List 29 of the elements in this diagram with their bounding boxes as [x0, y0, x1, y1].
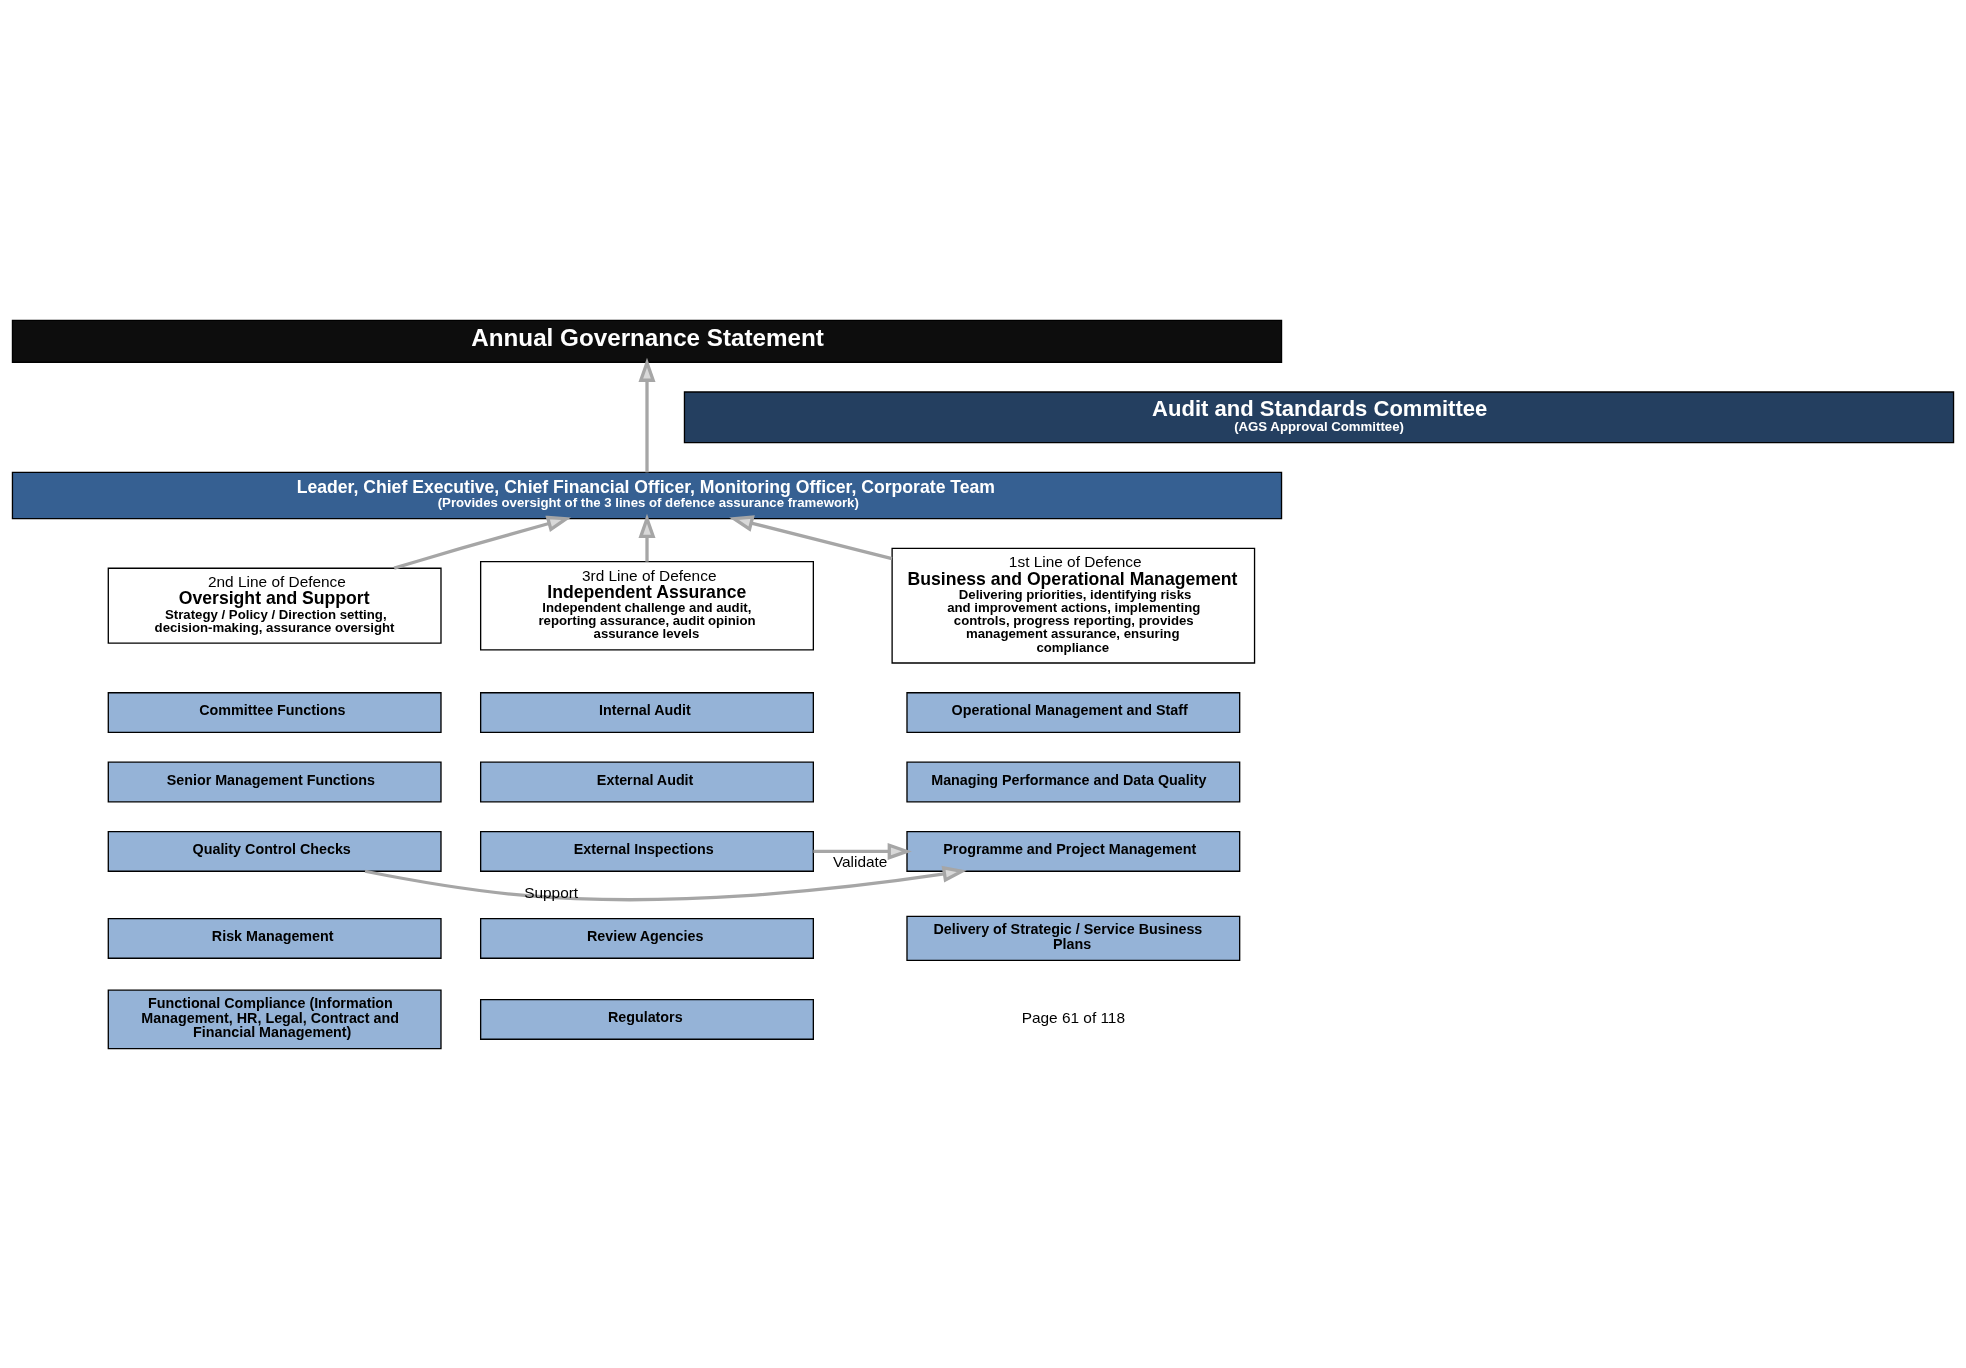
node-box: Operational Management and Staff — [906, 691, 1241, 733]
node-box: Annual Governance Statement — [11, 319, 1283, 363]
edge-label: Validate — [832, 852, 888, 870]
arrow — [364, 865, 967, 901]
arrow — [638, 357, 656, 472]
node-box: External Inspections — [480, 830, 814, 872]
node-box: Quality Control Checks — [107, 830, 442, 872]
node-box: Internal Audit — [480, 691, 814, 733]
node-box: Functional Compliance (Information Management, HR, Legal, Contract and Financial Management) — [107, 989, 442, 1049]
arrow — [729, 514, 893, 560]
node-box: 3rd Line of Defence Independent Assurance Independent challenge and audit, reporting assurance, audit opinion assurance levels — [480, 560, 814, 650]
node-box: Review Agencies — [480, 917, 814, 959]
node-box: Audit and Standards Committee (AGS Approval Committee) — [683, 390, 1955, 443]
node-box: Managing Performance and Data Quality — [906, 761, 1241, 802]
arrow — [813, 842, 912, 860]
node-box: Senior Management Functions — [107, 761, 442, 802]
arrow — [638, 513, 656, 562]
node-box: Leader, Chief Executive, Chief Financial Officer, Monitoring Officer, Corporate Team (Provides oversight of the 3 lines of defence assurance framework) — [11, 471, 1283, 519]
node-box: Delivery of Strategic / Service Business Plans — [906, 915, 1241, 961]
label: Page 61 of 118 — [1021, 1008, 1126, 1026]
node-box: Regulators — [480, 998, 814, 1040]
node-box: 1st Line of Defence Business and Operational Management Delivering priorities, identifying risks and improvement actions, implementing controls, progress reporting, provides management assurance, ensuring compliance — [891, 547, 1256, 664]
node-box: 2nd Line of Defence Oversight and Support Strategy / Policy / Direction setting, decision-making, assurance oversight — [107, 567, 442, 644]
arrow — [393, 515, 572, 570]
node-box: Risk Management — [107, 917, 442, 959]
node-box: Committee Functions — [107, 691, 442, 733]
node-box: External Audit — [480, 761, 814, 802]
edge-label: Support — [524, 883, 579, 901]
node-box: Programme and Project Management — [906, 830, 1241, 872]
